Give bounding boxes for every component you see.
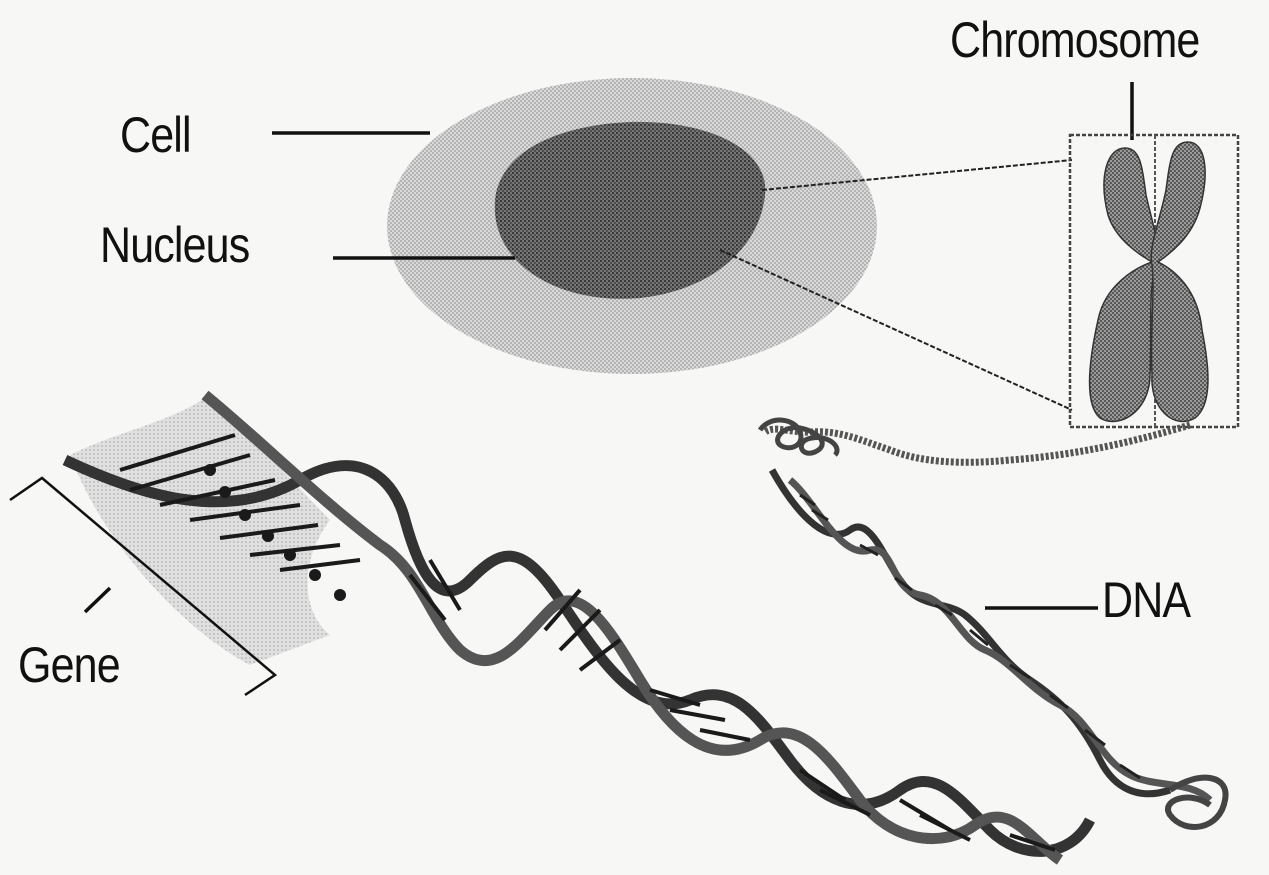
gene-leader-line <box>85 588 110 612</box>
nucleus-label: Nucleus <box>100 220 249 270</box>
dna-tangle <box>760 420 837 455</box>
chromatid-right <box>1151 142 1208 421</box>
dna-helix-right <box>772 470 1210 800</box>
gene-label: Gene <box>18 640 120 690</box>
cell-label: Cell <box>120 110 191 160</box>
dna-label: DNA <box>1102 575 1190 625</box>
dna-uncoiled-strand <box>765 425 1190 462</box>
dna-tangle-bottom <box>1168 778 1226 827</box>
chromosome <box>1090 142 1208 421</box>
chromatid-left <box>1090 148 1158 421</box>
chromosome-label: Chromosome <box>950 15 1199 65</box>
